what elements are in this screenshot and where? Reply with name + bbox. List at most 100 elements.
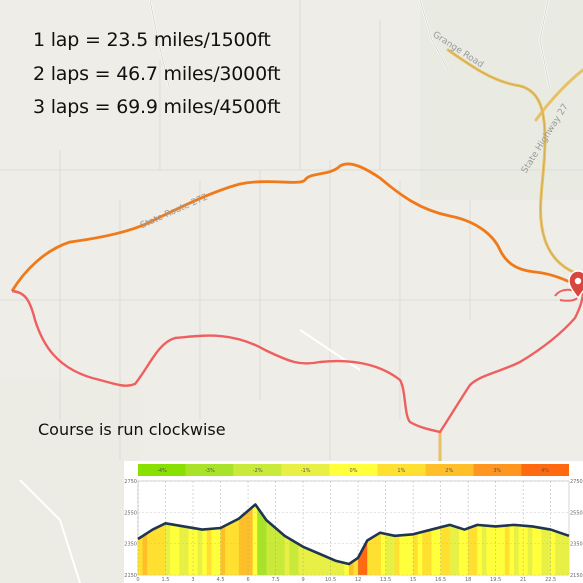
- elevation-line: [137, 503, 570, 566]
- grade-fill-slice: [257, 504, 263, 575]
- x-tick-label: 21: [520, 577, 526, 583]
- grade-fill-slice: [238, 504, 244, 575]
- grade-fill-slice: [243, 504, 249, 575]
- grade-fill-slice: [174, 504, 180, 575]
- grade-fill-slice: [165, 504, 171, 575]
- grade-fill-slice: [408, 504, 414, 575]
- grade-fill-slice: [495, 504, 501, 575]
- grade-fill-slice: [399, 504, 405, 575]
- x-tick-label: 10.5: [325, 577, 336, 583]
- y-tick-label-left: 2550: [124, 510, 137, 516]
- grade-legend-swatch: [138, 464, 186, 476]
- lap-distance-3: 3 laps = 69.9 miles/4500ft: [33, 96, 281, 118]
- route-south-segment: [11, 289, 583, 434]
- grade-legend-swatch: [329, 464, 378, 476]
- grade-legend-label: 1%: [397, 468, 405, 474]
- grade-legend-swatch: [473, 464, 522, 476]
- grade-fill-slice: [225, 504, 231, 575]
- grade-fill-slice: [252, 504, 258, 575]
- x-tick-label: 16.5: [435, 577, 446, 583]
- grade-fill-slice: [541, 504, 547, 575]
- grade-fill-slice: [431, 504, 437, 575]
- grade-fill-slice: [458, 504, 464, 575]
- grade-legend-label: 3%: [493, 468, 501, 474]
- grade-legend-swatch: [425, 464, 474, 476]
- grade-legend-swatch: [281, 464, 330, 476]
- grade-fill-slice: [486, 504, 492, 575]
- grade-fill-slice: [555, 504, 561, 575]
- grade-fill-slice: [468, 504, 474, 575]
- grade-legend-swatch: [185, 464, 234, 476]
- x-tick-label: 12: [355, 577, 361, 583]
- grade-legend-label: 4%: [541, 468, 549, 474]
- grade-fill-slice: [275, 504, 281, 575]
- x-tick-label: 7.5: [272, 577, 280, 583]
- grade-fill-slice: [454, 504, 460, 575]
- grade-legend-label: -4%: [157, 468, 167, 474]
- grade-fill-slice: [422, 504, 428, 575]
- grade-fill-slice: [385, 504, 391, 575]
- grade-fill-slice: [188, 504, 194, 575]
- grade-fill-slice: [206, 504, 212, 575]
- grade-legend-swatch: [377, 464, 426, 476]
- grade-fill-slice: [193, 504, 199, 575]
- grade-fill-slice: [504, 504, 510, 575]
- grade-fill-slice: [248, 504, 254, 575]
- grade-fill-slice: [463, 504, 469, 575]
- x-tick-label: 19.5: [490, 577, 501, 583]
- y-tick-label-left: 2350: [124, 542, 137, 548]
- highway-edge: [447, 49, 583, 277]
- x-tick-label: 22.5: [545, 577, 556, 583]
- grade-legend-label: 2%: [445, 468, 453, 474]
- grade-fill-slice: [261, 504, 267, 575]
- grade-fill-slice: [284, 504, 290, 575]
- map-pin-icon[interactable]: [568, 270, 583, 300]
- x-tick-label: 18: [465, 577, 471, 583]
- grade-fill-slice: [147, 504, 153, 575]
- y-tick-label-right: 2150: [570, 573, 583, 579]
- grade-fill-slice: [170, 504, 176, 575]
- grade-fill-slice: [156, 504, 162, 575]
- course-direction-note: Course is run clockwise: [38, 420, 226, 439]
- y-tick-label-right: 2550: [570, 510, 583, 516]
- lap-distance-1: 1 lap = 23.5 miles/1500ft: [33, 29, 271, 51]
- grade-fill-slice: [546, 504, 552, 575]
- grade-fill-slice: [151, 504, 157, 575]
- grade-fill-slice: [179, 504, 185, 575]
- grade-fill-slice: [513, 504, 519, 575]
- grade-fill-slice: [413, 504, 419, 575]
- grade-fill-slice: [472, 504, 478, 575]
- x-tick-label: 4.5: [217, 577, 225, 583]
- grade-legend-label: -1%: [301, 468, 311, 474]
- grade-fill-slice: [445, 504, 451, 575]
- grade-fill-slice: [234, 504, 240, 575]
- grade-fill-slice: [220, 504, 226, 575]
- grade-fill-slice: [371, 504, 377, 575]
- grade-fill-slice: [426, 504, 432, 575]
- y-tick-label-left: 2750: [124, 479, 137, 485]
- grade-fill-slice: [559, 504, 565, 575]
- grade-fill-slice: [266, 504, 272, 575]
- grade-fill-slice: [532, 504, 538, 575]
- parcel-lines: [0, 0, 583, 460]
- grade-legend-swatch: [521, 464, 569, 476]
- lap-distance-2: 2 laps = 46.7 miles/3000ft: [33, 63, 281, 85]
- grade-fill-slice: [280, 504, 286, 575]
- grade-fill-slice: [160, 504, 166, 575]
- grade-fill-slice: [270, 504, 276, 575]
- grade-legend-label: -3%: [205, 468, 215, 474]
- grade-fill-slice: [138, 504, 143, 575]
- grade-fill-slice: [376, 504, 382, 575]
- minor-road-edges: [149, 0, 551, 91]
- grade-fill-slice: [518, 504, 524, 575]
- x-tick-label: 9: [301, 577, 304, 583]
- grade-legend-label: -2%: [253, 468, 263, 474]
- x-tick-label: 3: [191, 577, 194, 583]
- grade-fill-slice: [564, 504, 569, 575]
- y-tick-label-left: 2150: [124, 573, 137, 579]
- grade-fill-slice: [417, 504, 423, 575]
- grade-fill-slice: [527, 504, 533, 575]
